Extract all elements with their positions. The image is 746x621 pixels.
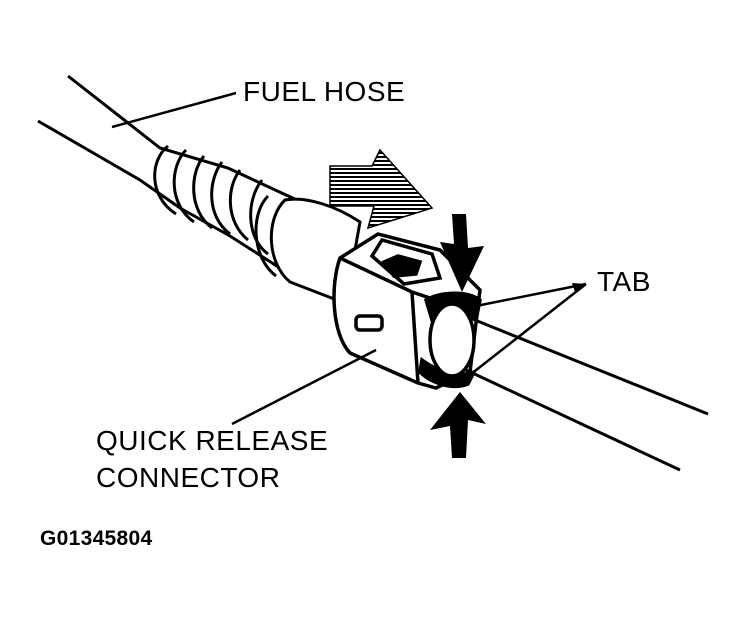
quick-release-label-line1: QUICK RELEASE <box>96 425 329 456</box>
fuel-hose-leader <box>111 91 237 129</box>
quick-release-connector-label: QUICK RELEASE CONNECTOR <box>96 422 328 496</box>
tab-leader-lower <box>465 283 587 379</box>
fuel-hose-label: FUEL HOSE <box>243 76 406 107</box>
tab-label: TAB <box>597 266 651 297</box>
tab-leader-upper <box>475 282 587 308</box>
leader-lines <box>111 91 587 426</box>
quick-release-label-line2: CONNECTOR <box>96 462 281 493</box>
down-arrow-icon <box>440 214 484 292</box>
squeeze-arrows <box>430 214 486 458</box>
tab-leader-arrowheads <box>572 283 586 292</box>
figure-code: G01345804 <box>40 527 153 550</box>
hose-ribs <box>153 144 269 256</box>
connector-leader <box>231 348 377 426</box>
quick-release-connector <box>332 232 482 390</box>
up-arrow-icon <box>430 392 486 458</box>
push-direction-arrow <box>329 148 434 230</box>
fuel-pipe <box>465 316 709 472</box>
